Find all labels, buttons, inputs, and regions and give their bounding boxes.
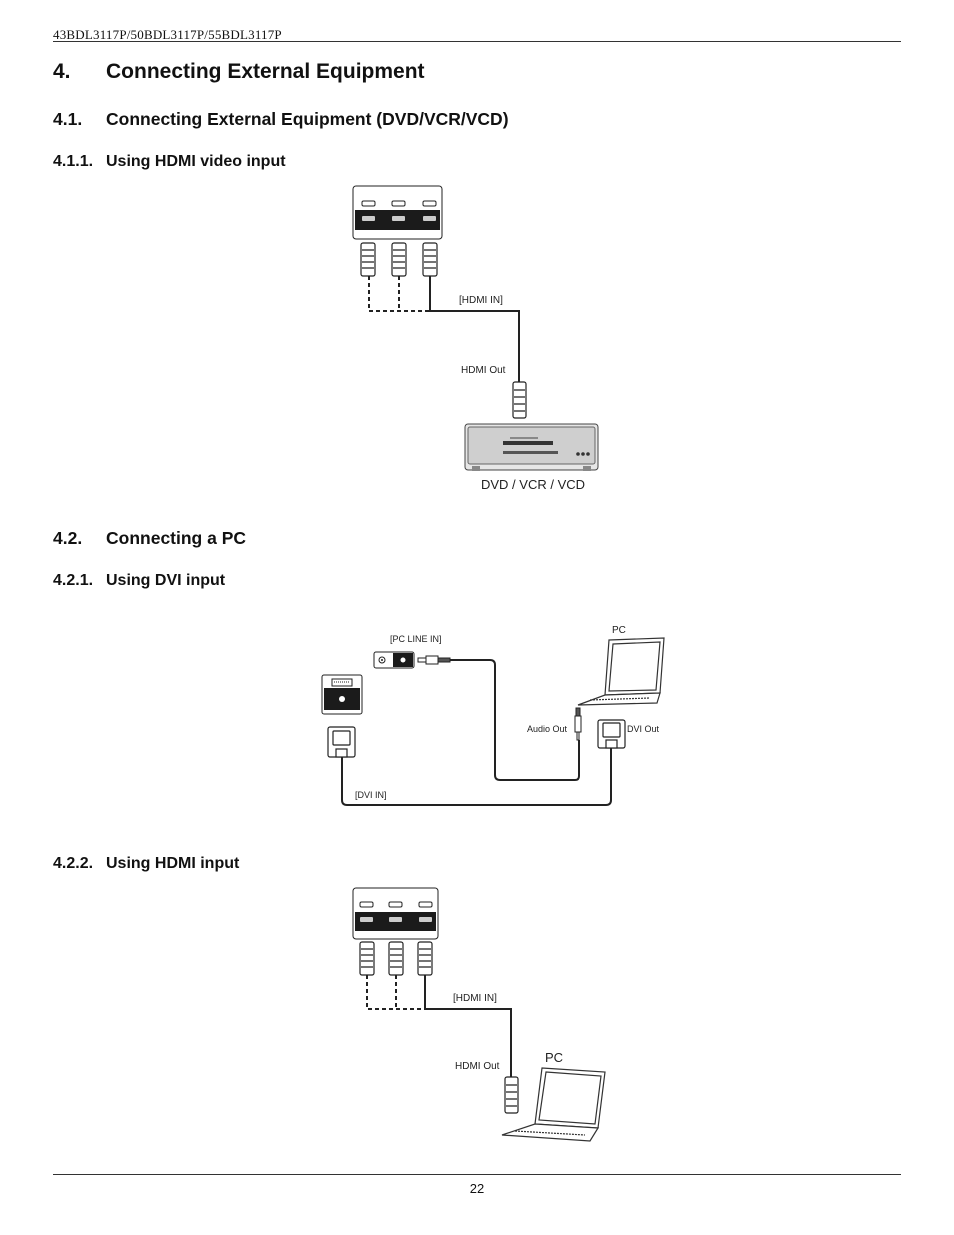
heading-title: Connecting External Equipment (DVD/VCR/V… [106, 109, 509, 129]
heading-number: 4.2.1. [53, 572, 94, 589]
pc-label: PC [612, 625, 626, 636]
heading-title: Connecting External Equipment [106, 60, 425, 83]
hdmi-in-label: [HDMI IN] [453, 993, 497, 1004]
hdmi-dashed-cables [368, 276, 430, 312]
hdmi-cable [424, 975, 512, 1082]
heading-number: 4. [53, 60, 71, 83]
dvi-cable [341, 748, 612, 806]
heading-title: Using HDMI input [106, 855, 240, 872]
audio-out-label: Audio Out [527, 724, 568, 734]
heading-title: Using DVI input [106, 572, 226, 589]
hdmi-dashed-cables [366, 975, 425, 1010]
pc-laptop-icon [501, 1067, 606, 1142]
hdmi-out-label: HDMI Out [461, 365, 506, 376]
dvd-device-label: DVD / VCR / VCD [481, 477, 586, 492]
pc-label: PC [545, 1050, 564, 1065]
dvi-in-panel [321, 674, 363, 715]
heading-number: 4.1.1. [53, 153, 94, 170]
audio-cable [450, 659, 580, 781]
hdmi-out-plug [512, 381, 527, 419]
hdmi-terminal-panel [352, 185, 443, 240]
model-header: 43BDL3117P/50BDL3117P/55BDL3117P [53, 27, 282, 42]
pc-laptop-icon [577, 637, 665, 706]
hdmi-plugs [360, 242, 438, 277]
pc-line-in-label: [PC LINE IN] [390, 634, 442, 644]
hdmi-terminal-panel [352, 887, 439, 940]
hdmi-out-plug [504, 1076, 519, 1114]
hdmi-out-label: HDMI Out [455, 1061, 500, 1072]
dvi-in-plug [327, 726, 356, 758]
audio-out-plug [574, 707, 582, 741]
hdmi-in-label: [HDMI IN] [459, 295, 503, 306]
dvd-player-icon [464, 423, 599, 471]
footer-rule [53, 1174, 901, 1175]
hdmi-cable [429, 276, 520, 391]
heading-number: 4.2.2. [53, 855, 94, 872]
heading-title: Connecting a PC [106, 528, 247, 548]
heading-title: Using HDMI video input [106, 153, 286, 170]
dvi-out-plug [597, 719, 626, 749]
header-rule [53, 41, 901, 42]
hdmi-plugs [359, 941, 433, 976]
heading-number: 4.2. [53, 528, 83, 548]
page-number: 22 [469, 1181, 485, 1196]
pc-line-in-panel [373, 651, 415, 669]
dvi-in-label: [DVI IN] [355, 790, 387, 800]
heading-number: 4.1. [53, 109, 83, 129]
dvi-out-label: DVI Out [627, 724, 660, 734]
